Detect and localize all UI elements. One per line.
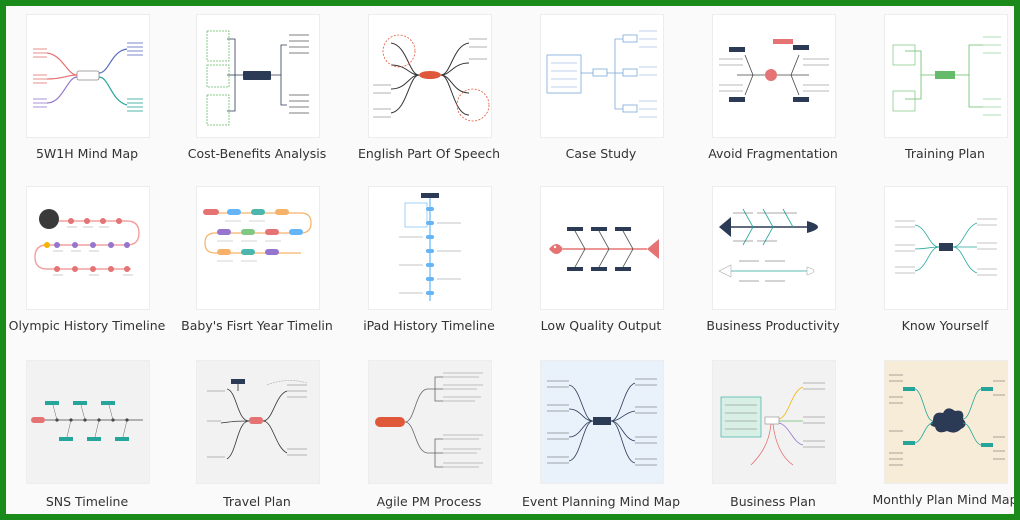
template-card[interactable]: Cost-Benefits Analysis [176,6,346,171]
vertical-timeline-preview [399,193,461,301]
mind-map-thumbnail[interactable] [368,360,492,484]
timeline-preview [203,209,312,262]
template-title[interactable]: Event Planning Mind Map [521,494,681,509]
timeline-preview [31,401,143,441]
mind-map-preview [33,42,143,112]
template-card[interactable]: Training Plan [864,6,1014,171]
template-title[interactable]: Avoid Fragmentation [708,146,838,161]
template-card[interactable]: Know Yourself [864,178,1014,343]
template-title[interactable]: Business Plan [730,494,816,509]
template-card[interactable]: SNS Timeline [6,352,176,514]
mind-map-thumbnail[interactable] [26,14,150,138]
timeline-thumbnail[interactable] [196,186,320,310]
mind-map-thumbnail[interactable] [540,360,664,484]
mind-map-preview [375,372,483,468]
tree-diagram-thumbnail[interactable] [540,14,664,138]
fishbone-thumbnail[interactable] [712,186,836,310]
template-card[interactable]: Avoid Fragmentation [692,6,862,171]
template-title[interactable]: Cost-Benefits Analysis [187,146,327,161]
template-title[interactable]: 5W1H Mind Map [35,146,139,161]
timeline-preview [34,209,140,276]
tree-diagram-thumbnail[interactable] [884,14,1008,138]
template-title[interactable]: Low Quality Output [540,318,662,333]
template-grid: 5W1H Mind Map Cost-Benefits Analysis [6,6,1014,514]
fishbone-preview [719,39,829,102]
tree-diagram-preview [892,36,1001,116]
template-card[interactable]: Low Quality Output [520,178,690,343]
mind-map-thumbnail[interactable] [884,360,1008,484]
fishbone-thumbnail[interactable] [540,186,664,310]
template-card[interactable]: Case Study [520,6,690,171]
template-title[interactable]: Olympic History Timeline [8,318,166,333]
mind-map-preview [895,218,997,276]
template-card[interactable]: Travel Plan [176,352,346,514]
fishbone-preview [549,227,659,271]
template-title[interactable]: Business Productivity [706,318,840,333]
template-card[interactable]: English Part Of Speech [348,6,518,171]
mind-map-thumbnail[interactable] [884,186,1008,310]
template-title[interactable]: Training Plan [905,146,985,161]
template-title[interactable]: SNS Timeline [45,494,129,509]
template-title[interactable]: Monthly Plan Mind Map [872,492,1014,507]
template-title[interactable]: Case Study [565,146,637,161]
template-title[interactable]: English Part Of Speech [357,146,501,161]
mind-map-preview [373,34,490,122]
mind-map-thumbnail[interactable] [712,360,836,484]
template-card[interactable]: Monthly Plan Mind Map [864,352,1014,514]
mind-map-thumbnail[interactable] [196,360,320,484]
template-title[interactable]: Baby's Fisrt Year Timelin [181,318,333,333]
template-gallery: 5W1H Mind Map Cost-Benefits Analysis [6,6,1014,514]
template-card[interactable]: Business Plan [692,352,862,514]
mind-map-preview [207,379,308,460]
template-card[interactable]: Agile PM Process [348,352,518,514]
timeline-thumbnail[interactable] [26,360,150,484]
template-title[interactable]: Agile PM Process [376,494,482,509]
template-card[interactable]: 5W1H Mind Map [6,6,176,171]
mind-map-thumbnail[interactable] [196,14,320,138]
fishbone-thumbnail[interactable] [712,14,836,138]
template-card[interactable]: Olympic History Timeline [6,178,176,343]
template-card[interactable]: iPad History Timeline [348,178,518,343]
mind-map-preview [547,378,657,466]
template-card[interactable]: Event Planning Mind Map [520,352,690,514]
template-card[interactable]: Baby's Fisrt Year Timelin [176,178,346,343]
tree-diagram-preview [546,30,657,118]
template-title[interactable]: Know Yourself [901,318,989,333]
template-title[interactable]: Travel Plan [223,494,291,509]
template-card[interactable]: Business Productivity [692,178,862,343]
fishbone-preview [718,208,818,282]
mind-map-preview [206,30,309,126]
mind-map-preview [889,374,1005,466]
template-title[interactable]: iPad History Timeline [363,318,495,333]
mind-map-preview [720,382,825,466]
timeline-thumbnail[interactable] [26,186,150,310]
mind-map-thumbnail[interactable] [368,14,492,138]
vertical-timeline-thumbnail[interactable] [368,186,492,310]
